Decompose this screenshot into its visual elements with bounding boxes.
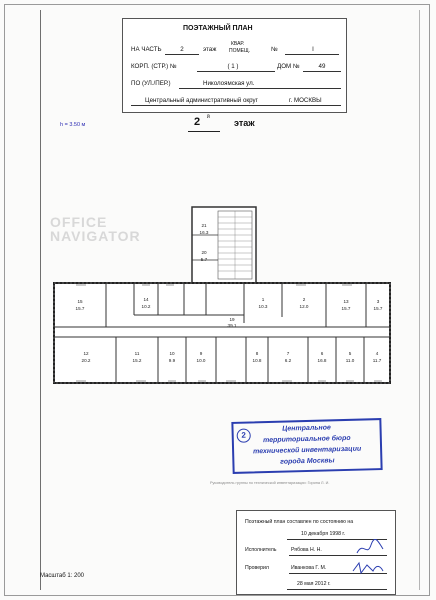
room-6-number: 6 xyxy=(321,351,324,356)
floor-plan-svg: 15 15.7 14 10.2 13 15.7 12 20.2 11 15.2 … xyxy=(53,206,391,384)
certification-box: Поэтажный план составлен по состоянию на… xyxy=(236,510,396,595)
floor-number-suffix: й xyxy=(207,114,210,120)
room-11-area: 15.2 xyxy=(133,358,142,363)
room-19-number: 19 xyxy=(229,317,235,322)
room-9-area: 10.0 xyxy=(197,358,206,363)
room-7-number: 7 xyxy=(287,351,290,356)
room-15-area: 15.7 xyxy=(76,306,85,311)
room-14-number: 14 xyxy=(143,297,149,302)
room-19-area: 39.1 xyxy=(228,323,237,328)
room-12-number: 12 xyxy=(83,351,89,356)
room-3-number: 3 xyxy=(377,299,380,304)
room-1-number: 1 xyxy=(262,297,265,302)
room-3-area: 15.7 xyxy=(374,306,383,311)
floor-plan-drawing: 15 15.7 14 10.2 13 15.7 12 20.2 11 15.2 … xyxy=(46,205,392,395)
inner-frame xyxy=(40,10,420,590)
stamp-line-4: города Москвы xyxy=(280,457,335,466)
room-5-area: 11.0 xyxy=(346,358,355,363)
room-10-number: 10 xyxy=(169,351,175,356)
room-21-area: 16.3 xyxy=(200,230,209,235)
room-20-area: 5.7 xyxy=(201,257,208,262)
korp-value: ( 1 ) xyxy=(227,63,239,70)
room-20-number: 20 xyxy=(201,250,207,255)
executor-signature xyxy=(356,539,384,554)
room-11-number: 11 xyxy=(135,351,140,356)
checker-name: Иванкова Г. М. xyxy=(291,565,327,571)
room-6-area: 16.8 xyxy=(318,358,327,363)
outer-frame xyxy=(4,4,430,596)
check-date: 28 мая 2012 г. xyxy=(297,581,331,587)
room-15-number: 15 xyxy=(77,299,83,304)
executor-name: Рябова Н. Н. xyxy=(291,547,322,553)
floor-number: 2 xyxy=(194,116,201,128)
room-4-area: 11.7 xyxy=(373,358,382,363)
room-13-number: 13 xyxy=(343,299,349,304)
number-value: I xyxy=(312,46,314,53)
room-8-area: 10.8 xyxy=(253,358,262,363)
form-title: ПОЭТАЖНЫЙ ПЛАН xyxy=(183,25,253,32)
city-value: г. МОСКВЫ xyxy=(289,97,322,104)
plan-header-form: ПОЭТАЖНЫЙ ПЛАН НА ЧАСТЬ 2 этаж КВАР. ПОМ… xyxy=(122,18,347,113)
na-chast-label: НА ЧАСТЬ xyxy=(131,46,162,53)
room-8-number: 8 xyxy=(256,351,259,356)
na-chast-value: 2 xyxy=(180,46,184,53)
room-21-number: 21 xyxy=(201,223,207,228)
room-5-number: 5 xyxy=(349,351,352,356)
stamp-line-2: территориальное бюро xyxy=(262,434,351,445)
room-12-area: 20.2 xyxy=(82,358,91,363)
street-value: Николоямская ул. xyxy=(203,80,255,87)
korp-label: КОРП. (СТР.) № xyxy=(131,63,177,70)
faint-footnote: Руководитель группы по технической инвен… xyxy=(210,481,330,485)
floor-word: этаж xyxy=(234,118,255,128)
dom-label: ДОМ № xyxy=(277,63,300,70)
room-1-area: 10.3 xyxy=(259,304,268,309)
room-9-number: 9 xyxy=(200,351,203,356)
room-2-area: 12.0 xyxy=(300,304,309,309)
number-label: № xyxy=(271,46,278,53)
room-13-area: 15.7 xyxy=(342,306,351,311)
cert-date: 10 декабря 1998 г. xyxy=(301,531,346,537)
street-label: ПО (УЛ./ПЕР.) xyxy=(131,80,171,87)
office-navigator-watermark: OFFICE NAVIGATOR xyxy=(50,214,141,244)
room-4-number: 4 xyxy=(376,351,379,356)
stamp-line-3: технической инвентаризации xyxy=(252,445,362,456)
stamp-line-1: Центральное xyxy=(282,424,331,433)
cert-state-label: Поэтажный план составлен по состоянию на xyxy=(245,519,354,525)
checker-label: Проверил xyxy=(245,565,269,571)
pomesh-label: ПОМЕЩ. xyxy=(229,48,251,54)
room-14-area: 10.2 xyxy=(142,304,151,309)
ceiling-height-note: h = 3.50 м xyxy=(60,122,86,128)
room-10-area: 9.9 xyxy=(169,358,176,363)
scale-label: Масштаб 1: 200 xyxy=(40,573,85,579)
room-2-number: 2 xyxy=(303,297,306,302)
district-value: Центральный административный округ xyxy=(145,97,258,104)
room-7-area: 6.2 xyxy=(285,358,292,363)
floor-underline xyxy=(188,131,220,132)
etazh-label: этаж xyxy=(203,46,217,53)
checker-signature xyxy=(352,561,384,575)
kvar-label: КВАР. xyxy=(231,41,245,47)
executor-label: Исполнитель xyxy=(245,547,277,553)
bti-stamp: 2 Центральное территориальное бюро техни… xyxy=(231,418,383,474)
dom-value: 49 xyxy=(318,63,326,70)
